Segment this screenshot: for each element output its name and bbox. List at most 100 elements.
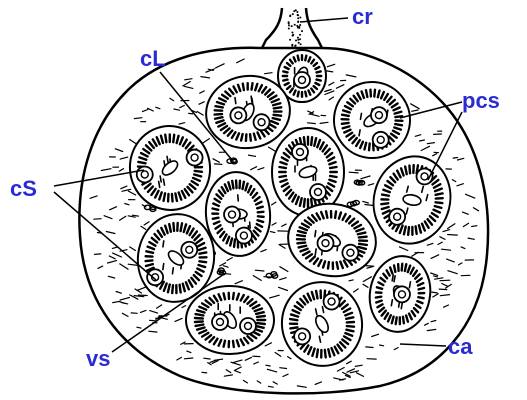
cell-dash xyxy=(280,176,286,177)
ovule xyxy=(294,72,310,88)
cell-dash xyxy=(171,194,173,202)
cell-dash xyxy=(298,92,299,97)
stalk-dot xyxy=(294,45,296,47)
cell-dash xyxy=(395,124,402,125)
cell-dash xyxy=(364,143,366,150)
cell-dash xyxy=(399,317,401,324)
cell-dash xyxy=(304,199,305,207)
ovule xyxy=(223,206,240,223)
cell-dash xyxy=(311,137,312,145)
loculus xyxy=(186,286,274,354)
tissue-dash xyxy=(204,358,210,359)
cell-dash xyxy=(342,115,349,116)
cell-dash xyxy=(224,293,225,299)
stalk-dot xyxy=(292,13,294,15)
cell-dash xyxy=(195,166,202,168)
stalk-dot xyxy=(294,24,296,26)
stalk-dot xyxy=(296,11,298,13)
inner-dash xyxy=(391,300,392,306)
inner-dash xyxy=(160,176,161,182)
cell-dash xyxy=(215,109,223,111)
tissue-dash xyxy=(202,372,207,373)
tissue-dash xyxy=(266,365,270,366)
inner-dash xyxy=(392,275,393,281)
cell-dash xyxy=(359,244,367,245)
stalk-dot xyxy=(297,17,299,19)
cell-dash xyxy=(257,316,265,317)
ovule xyxy=(212,314,228,330)
cell-dash xyxy=(200,256,207,258)
label-ca: ca xyxy=(448,334,473,359)
cell-dash xyxy=(236,180,237,188)
cell-dash xyxy=(175,285,177,293)
cell-dash xyxy=(305,56,306,61)
cell-dash xyxy=(245,134,247,141)
stalk-dot xyxy=(288,24,290,26)
tissue-dash xyxy=(432,292,437,293)
cell-dash xyxy=(311,199,312,207)
cell-dash xyxy=(233,239,235,246)
stalk-dot xyxy=(296,25,298,27)
stalk-dot xyxy=(295,40,297,42)
stalk-dot xyxy=(288,28,290,30)
stalk-dot xyxy=(298,42,300,44)
stalk-dot xyxy=(289,39,291,41)
cell-dash xyxy=(376,292,381,294)
ovule xyxy=(292,144,308,160)
tissue-dash xyxy=(184,358,192,359)
cell-dash xyxy=(396,317,397,324)
loculus xyxy=(272,128,344,216)
stalk-dot xyxy=(289,15,291,17)
cell-dash xyxy=(280,167,286,168)
cell-dash xyxy=(258,216,264,218)
cell-dash xyxy=(256,326,264,328)
label-pcs: pcs xyxy=(462,88,500,113)
cell-dash xyxy=(257,323,265,324)
label-vs: vs xyxy=(86,346,110,371)
cell-dash xyxy=(335,211,336,217)
stalk-dot xyxy=(299,24,301,26)
tissue-dash xyxy=(349,172,358,173)
inner-dash xyxy=(359,130,360,136)
cell-dash xyxy=(316,291,318,298)
cell-dash xyxy=(274,111,281,113)
stalk-dot xyxy=(295,9,297,11)
cell-dash xyxy=(247,83,249,89)
cell-dash xyxy=(175,193,177,201)
cell-dash xyxy=(274,107,282,108)
cell-dash xyxy=(294,57,296,61)
cell-dash xyxy=(212,213,218,214)
tissue-dash xyxy=(189,113,193,114)
inner-dash xyxy=(238,195,239,201)
cell-dash xyxy=(167,194,170,201)
cell-dash xyxy=(213,218,219,219)
cell-dash xyxy=(196,325,204,326)
inner-dash xyxy=(163,179,164,185)
cell-dash xyxy=(290,327,297,329)
cell-dash xyxy=(309,91,311,95)
cell-dash xyxy=(346,317,353,318)
cell-dash xyxy=(297,238,305,240)
cell-dash xyxy=(165,135,167,143)
cell-dash xyxy=(250,134,251,140)
tissue-dash xyxy=(280,368,287,369)
ovule xyxy=(310,184,326,200)
cell-dash xyxy=(196,314,204,315)
tissue-dash xyxy=(94,219,101,220)
cell-dash xyxy=(397,264,400,271)
cell-dash xyxy=(298,56,299,61)
cell-dash xyxy=(324,350,326,357)
cell-dash xyxy=(369,143,371,150)
cell-dash xyxy=(224,341,225,347)
stalk-dot xyxy=(288,21,290,23)
inner-dash xyxy=(163,241,164,247)
cell-dash xyxy=(317,71,321,72)
cell-dash xyxy=(304,137,305,145)
stalk-dot xyxy=(301,30,303,32)
cell-dash xyxy=(328,262,329,268)
inner-dash xyxy=(409,282,410,288)
cell-dash xyxy=(215,114,222,116)
cell-dash xyxy=(374,90,376,97)
stalk-dot xyxy=(297,39,299,41)
